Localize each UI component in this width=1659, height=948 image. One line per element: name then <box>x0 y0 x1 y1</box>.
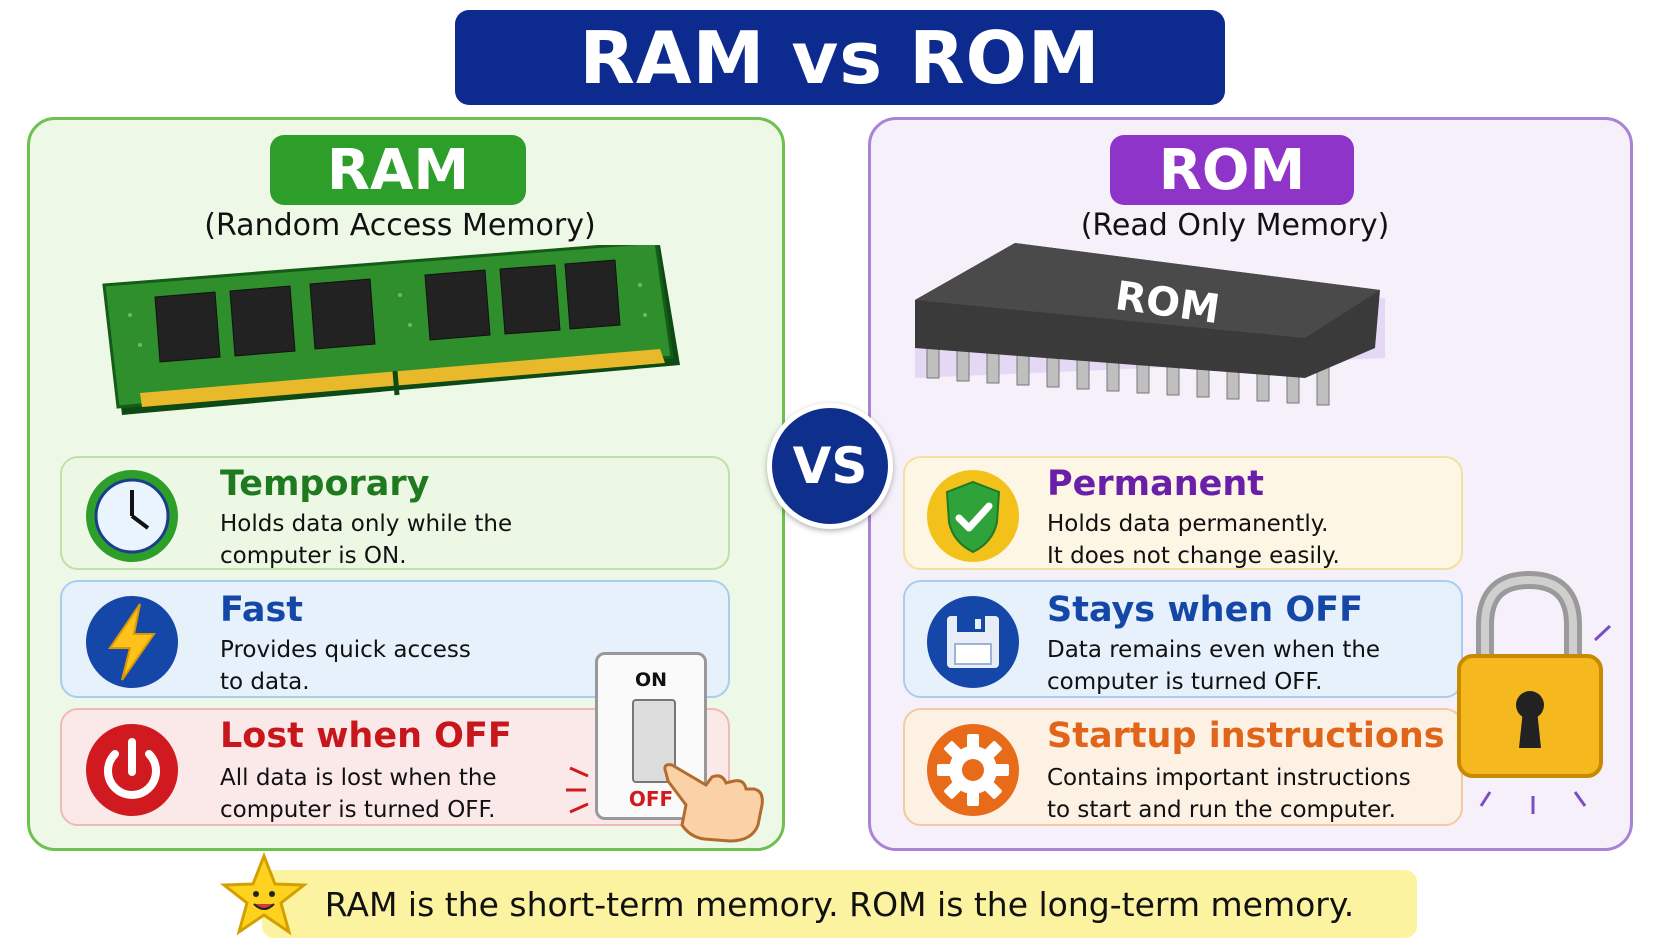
ram-feature-fast: Fast Provides quick access to data. <box>60 580 730 698</box>
floppy-disk-icon <box>927 596 1019 688</box>
rom-label: ROM <box>1158 137 1306 203</box>
ram-feature-title: Temporary <box>220 464 430 504</box>
ram-feature-text: Holds data only while the <box>220 511 513 537</box>
rom-feature-title: Startup instructions <box>1047 716 1445 756</box>
rom-feature-text: Holds data permanently. <box>1047 511 1329 537</box>
rom-feature-text: Data remains even when the <box>1047 637 1381 663</box>
hand-pointer-icon <box>663 763 764 843</box>
power-icon <box>86 724 178 816</box>
rom-label-pill: ROM <box>1110 135 1354 205</box>
ram-module-icon <box>102 245 680 415</box>
padlock-icon <box>1457 570 1612 814</box>
rom-feature-title: Stays when OFF <box>1047 590 1363 630</box>
ram-feature-text: to data. <box>220 669 310 695</box>
gear-icon <box>927 724 1019 816</box>
ram-subtitle: (Random Access Memory) <box>204 208 596 243</box>
rom-chip-icon: ROM <box>915 243 1385 406</box>
vs-label: VS <box>792 437 868 495</box>
ram-label-pill: RAM <box>270 135 526 205</box>
click-lines-icon <box>566 766 589 814</box>
ram-feature-text: computer is turned OFF. <box>220 797 496 823</box>
clock-icon <box>86 470 178 562</box>
rom-feature-text: It does not change easily. <box>1047 543 1340 569</box>
light-switch-icon: ON OFF <box>595 652 707 820</box>
summary-banner: RAM is the short-term memory. ROM is the… <box>262 870 1417 938</box>
ram-label: RAM <box>326 137 470 203</box>
ram-feature-title: Lost when OFF <box>220 716 512 756</box>
title-banner: RAM vs ROM <box>455 10 1225 105</box>
ram-feature-text: Provides quick access <box>220 637 471 663</box>
rom-feature-text: to start and run the computer. <box>1047 797 1396 823</box>
ram-feature-text: All data is lost when the <box>220 765 497 791</box>
rom-feature-title: Permanent <box>1047 464 1265 504</box>
summary-text: RAM is the short-term memory. ROM is the… <box>324 884 1355 924</box>
rom-feature-permanent: Permanent Holds data permanently. It doe… <box>903 456 1463 570</box>
rom-feature-text: computer is turned OFF. <box>1047 669 1323 695</box>
rom-subtitle: (Read Only Memory) <box>1080 208 1390 243</box>
ram-feature-text: computer is ON. <box>220 543 407 569</box>
rom-feature-startup-instructions: Startup instructions Contains important … <box>903 708 1463 826</box>
ram-feature-temporary: Temporary Holds data only while the comp… <box>60 456 730 570</box>
switch-on-label: ON <box>634 669 668 691</box>
vs-badge: VS <box>767 403 893 529</box>
shield-check-icon <box>927 470 1019 562</box>
rom-feature-stays-when-off: Stays when OFF Data remains even when th… <box>903 580 1463 698</box>
lightning-icon <box>86 596 178 688</box>
page-title: RAM vs ROM <box>579 15 1101 100</box>
switch-off-label: OFF <box>628 787 674 811</box>
rom-feature-text: Contains important instructions <box>1047 765 1411 791</box>
star-mascot-icon <box>220 852 308 936</box>
ram-feature-title: Fast <box>220 590 304 630</box>
